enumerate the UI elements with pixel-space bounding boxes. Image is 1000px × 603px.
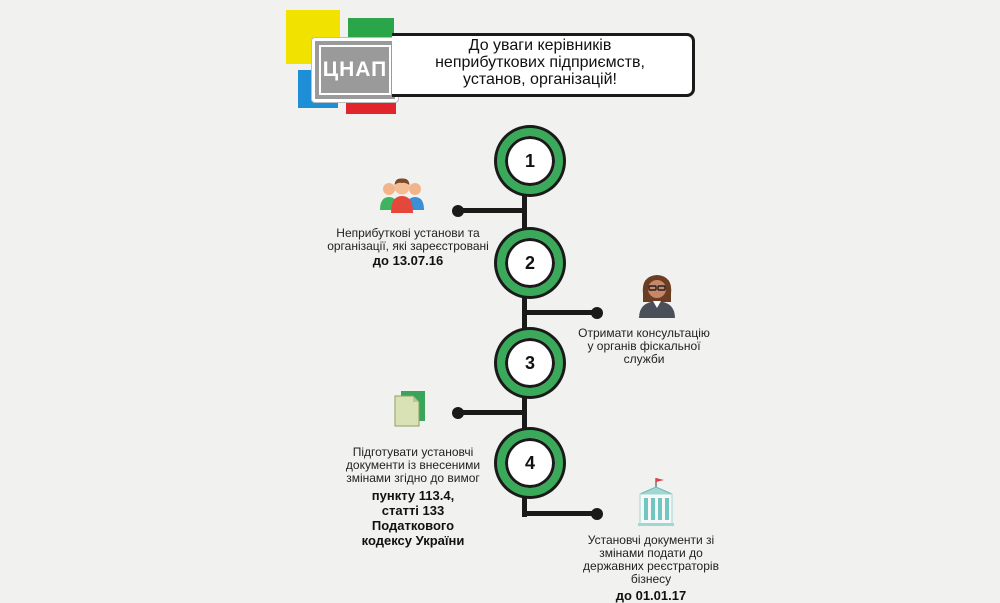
step-2-line-1: Отримати консультацію xyxy=(578,326,710,340)
banner-line-3: установ, організацій! xyxy=(463,71,617,88)
connector-1-dot xyxy=(452,205,464,217)
connector-2-dot xyxy=(591,307,603,319)
connector-3-dot xyxy=(452,407,464,419)
step-3-line-3: змінами згідно до вимог xyxy=(346,471,480,485)
step-4-line-4: бізнесу xyxy=(630,572,672,586)
step-1-date: до 13.07.16 xyxy=(372,253,444,268)
step-2-line-2: у органів фіскальної xyxy=(587,339,701,353)
step-4-caption: Установчі документи зі змінами подати до… xyxy=(566,534,736,603)
step-3-line-2: документи із внесеними xyxy=(345,458,481,472)
banner-line-1: До уваги керівників xyxy=(468,37,612,54)
logo-plate: ЦНАП xyxy=(312,38,398,102)
step-3-bold-4: кодексу України xyxy=(361,533,465,548)
banner-title: До уваги керівників неприбуткових підпри… xyxy=(405,37,675,88)
step-number-2: 2 xyxy=(524,252,535,273)
step-number-3: 3 xyxy=(524,352,535,373)
connector-3 xyxy=(459,410,525,415)
step-number-4: 4 xyxy=(524,452,535,473)
step-circle-2: 2 xyxy=(497,230,563,296)
step-3-bold-3: Податкового xyxy=(371,518,455,533)
logo-text: ЦНАП xyxy=(322,58,388,81)
step-3-caption: Підготувати установчі документи із внесе… xyxy=(323,445,503,549)
step-3-bold-2: статті 133 xyxy=(381,503,445,518)
people-group-icon xyxy=(380,178,424,213)
government-building-icon xyxy=(638,478,674,526)
step-4-date: до 01.01.17 xyxy=(615,588,687,603)
step-4-line-3: державних реєстраторів xyxy=(583,559,719,573)
step-1-line-1: Неприбуткові установи та xyxy=(336,226,480,240)
banner-line-2: неприбуткових підприємств, xyxy=(435,54,645,71)
documents-icon xyxy=(394,391,425,427)
connector-2 xyxy=(524,310,596,315)
step-1-caption: Неприбуткові установи та організації, як… xyxy=(318,226,498,269)
step-1-line-2: організації, які зареєстровані xyxy=(327,239,489,253)
connector-1 xyxy=(459,208,525,213)
connector-4-dot xyxy=(591,508,603,520)
step-circle-4: 4 xyxy=(497,430,563,496)
step-circle-1: 1 xyxy=(497,128,563,194)
step-3-bold-1: пункту 113.4, xyxy=(371,488,455,503)
step-2-line-3: служби xyxy=(623,352,665,366)
step-4-line-2: змінами подати до xyxy=(599,546,703,560)
connector-4 xyxy=(524,511,596,516)
step-4-line-1: Установчі документи зі xyxy=(587,533,715,547)
step-circle-3: 3 xyxy=(497,330,563,396)
step-number-1: 1 xyxy=(524,150,535,171)
banner-frame xyxy=(392,33,695,97)
step-2-caption: Отримати консультацію у органів фіскальн… xyxy=(560,327,728,366)
step-3-line-1: Підготувати установчі xyxy=(352,445,474,459)
consultant-woman-icon xyxy=(639,275,675,318)
